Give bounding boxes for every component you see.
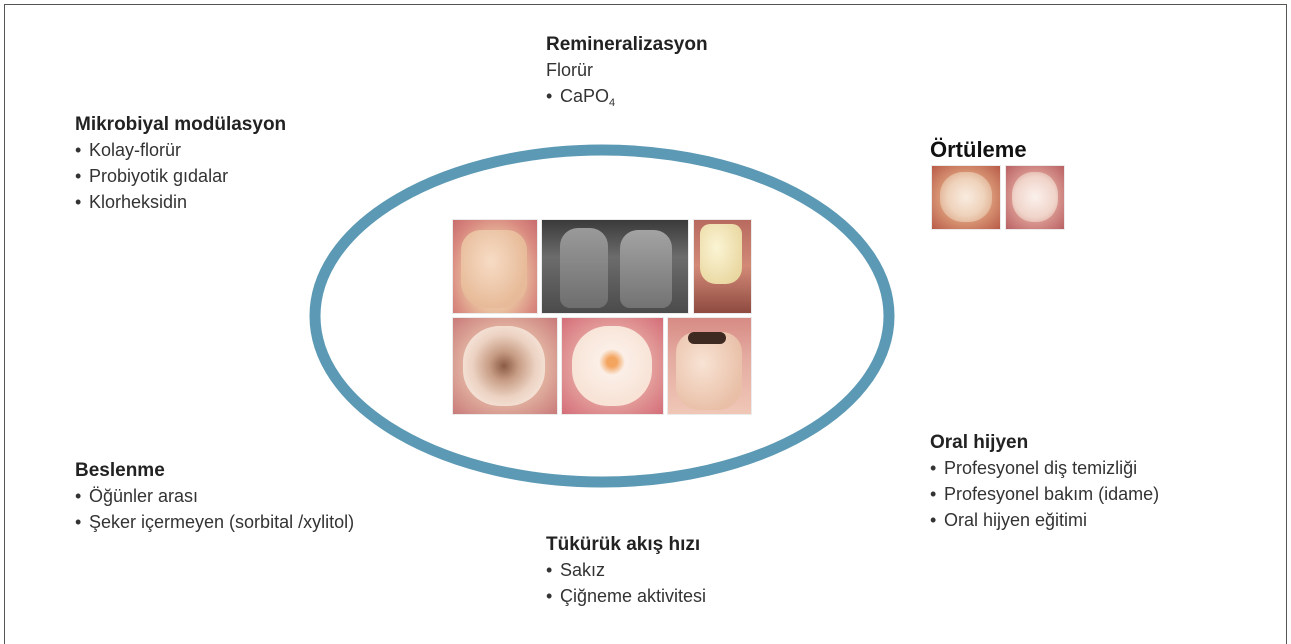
sealing-block: Örtüleme (930, 137, 1027, 163)
xray-photo (542, 220, 688, 313)
list-item: •Şeker içermeyen (sorbital /xylitol) (75, 509, 354, 535)
remineralization-item: •CaPO4 (546, 83, 708, 116)
bullet-icon: • (546, 557, 560, 583)
list-item-label: Klorheksidin (89, 192, 187, 212)
remineralization-block: Remineralizasyon Florür •CaPO4 (546, 32, 708, 116)
list-item-label: Şeker içermeyen (sorbital /xylitol) (89, 512, 354, 532)
nutrition-block: Beslenme •Öğünler arası •Şeker içermeyen… (75, 458, 354, 535)
remineralization-line: Florür (546, 57, 708, 83)
list-item-label: Profesyonel bakım (idame) (944, 484, 1159, 504)
list-item: •Profesyonel diş temizliği (930, 455, 1159, 481)
list-item: •Klorheksidin (75, 189, 286, 215)
molar-occlusal-photo (453, 318, 557, 414)
microbial-title: Mikrobiyal modülasyon (75, 112, 286, 137)
list-item: •Kolay-florür (75, 137, 286, 163)
list-item-label: Öğünler arası (89, 486, 198, 506)
incisor-cavity-photo (668, 318, 751, 414)
molar-lesion-photo (562, 318, 663, 414)
list-item: •Öğünler arası (75, 483, 354, 509)
bullet-icon: • (930, 507, 944, 533)
bullet-icon: • (75, 483, 89, 509)
tooth-decay-photo (694, 220, 751, 313)
bullet-icon: • (75, 137, 89, 163)
bullet-icon: • (930, 481, 944, 507)
list-item: •Profesyonel bakım (idame) (930, 481, 1159, 507)
list-item-label: Kolay-florür (89, 140, 181, 160)
sealant-photo-2 (1006, 166, 1064, 229)
remineralization-title: Remineralizasyon (546, 32, 708, 57)
list-item: •Oral hijyen eğitimi (930, 507, 1159, 533)
microbial-block: Mikrobiyal modülasyon •Kolay-florür •Pro… (75, 112, 286, 215)
list-item: •Probiyotik gıdalar (75, 163, 286, 189)
saliva-block: Tükürük akış hızı •Sakız •Çiğneme aktivi… (546, 532, 706, 609)
nutrition-title: Beslenme (75, 458, 354, 483)
incisor-photo (453, 220, 537, 313)
item-main: CaPO (560, 86, 609, 106)
bullet-icon: • (75, 509, 89, 535)
item-subscript: 4 (609, 97, 615, 109)
saliva-title: Tükürük akış hızı (546, 532, 706, 557)
bullet-icon: • (546, 583, 560, 609)
list-item-label: Çiğneme aktivitesi (560, 586, 706, 606)
bullet-icon: • (546, 83, 560, 109)
oral-hygiene-title: Oral hijyen (930, 430, 1159, 455)
bullet-icon: • (75, 163, 89, 189)
sealant-photo-1 (932, 166, 1000, 229)
list-item-label: Profesyonel diş temizliği (944, 458, 1137, 478)
bullet-icon: • (75, 189, 89, 215)
list-item-label: Oral hijyen eğitimi (944, 510, 1087, 530)
list-item-label: Probiyotik gıdalar (89, 166, 228, 186)
oral-hygiene-block: Oral hijyen •Profesyonel diş temizliği •… (930, 430, 1159, 533)
bullet-icon: • (930, 455, 944, 481)
list-item: •Sakız (546, 557, 706, 583)
sealing-title: Örtüleme (930, 137, 1027, 163)
list-item: •Çiğneme aktivitesi (546, 583, 706, 609)
list-item-label: Sakız (560, 560, 605, 580)
